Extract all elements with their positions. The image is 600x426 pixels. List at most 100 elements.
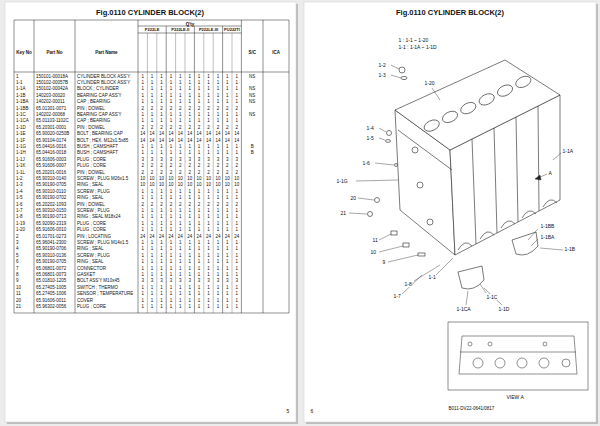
quantity-cell: 1 [207,208,210,213]
key-number: 1-1J [16,157,25,162]
quantity-cell: 1 [207,227,210,232]
part-number: 65.27405-1006 [36,291,66,296]
quantity-cell: 1 [235,259,238,264]
part-number: 65.91606-0003 [36,157,66,162]
key-number: 11 [16,291,21,296]
part-number: 140203-00020 [36,93,65,98]
quantity-cell: 24 [225,234,230,239]
quantity-cell: 1 [207,240,210,245]
quantity-cell: 1 [207,74,210,79]
part-name: BUSH ; CAMSHAFT [77,144,118,149]
quantity-cell: 1 [235,208,238,213]
part-number: 65.90190-0705 [36,259,66,264]
quantity-cell: 1 [188,112,191,117]
quantity-cell: 1 [207,150,210,155]
part-number: 65.27405-1005 [36,285,66,290]
key-number: 1-1F [16,138,25,143]
quantity-cell: 2 [198,163,201,168]
quantity-cell: 1 [141,189,144,194]
quantity-cell: 2 [207,106,210,111]
quantity-cell: 3 [226,157,229,162]
quantity-cell: 2 [160,125,163,130]
quantity-cell: 1 [235,221,238,226]
quantity-cell: 3 [198,278,201,283]
quantity-cell: 1 [151,99,154,104]
quantity-cell: 2 [235,163,238,168]
quantity-cell: 2 [151,125,154,130]
quantity-cell: 10 [215,182,220,187]
quantity-cell: 1 [170,259,173,264]
quantity-cell: 3 [198,157,201,162]
quantity-cell: 1 [235,291,238,296]
callout-number: 1-4 [366,125,374,131]
quantity-cell: 1 [217,272,220,277]
quantity-cell: 1 [217,195,220,200]
quantity-cell: 2 [179,163,182,168]
quantity-cell: 1 [226,240,229,245]
quantity-cell: 1 [170,221,173,226]
quantity-cell: 2 [217,106,220,111]
quantity-cell: 1 [151,285,154,290]
column-header: Part Name [95,50,117,55]
quantity-cell: 3 [179,157,182,162]
quantity-cell: 1 [141,298,144,303]
quantity-cell: 1 [226,99,229,104]
table-grid [14,20,289,313]
callout-number: 1-1D [498,306,510,312]
quantity-cell: 1 [226,74,229,79]
key-number: 1-1A [16,86,26,91]
quantity-cell: 1 [226,118,229,123]
quantity-cell: 1 [179,298,182,303]
quantity-cell: 10 [187,176,192,181]
part-name: PLUG ; CORE [77,157,106,162]
quantity-cell: 1 [179,285,182,290]
quantity-cell: 1 [151,150,154,155]
column-header: P222LE [145,28,159,33]
callout-number: 1-1BA [540,234,555,240]
quantity-cell: 1 [207,195,210,200]
quantity-cell: 1 [170,150,173,155]
quantity-cell: 1 [179,99,182,104]
callout-number: 1-1C [486,294,498,300]
quantity-cell: 1 [188,253,191,258]
quantity-cell: 1 [207,246,210,251]
quantity-cell: 1 [217,246,220,251]
callout-number: 9 [382,259,386,265]
quantity-cell: 1 [170,285,173,290]
quantity-cell: 1 [141,208,144,213]
quantity-cell: 1 [188,240,191,245]
quantity-cell: 1 [141,285,144,290]
quantity-cell: 1 [160,189,163,194]
quantity-cell: 14 [168,138,173,143]
key-number: 2 [16,234,19,239]
quantity-cell: 1 [207,80,210,85]
key-number: 1-1BA [16,99,29,104]
quantity-cell: 2 [226,106,229,111]
quantity-cell: 1 [188,189,191,194]
quantity-cell: 2 [179,170,182,175]
key-number: 3 [16,240,19,245]
quantity-cell: 1 [207,214,210,219]
quantity-cell: 10 [234,176,239,181]
quantity-cell: 1 [188,298,191,303]
quantity-cell: 1 [188,118,191,123]
quantity-cell: 14 [187,131,192,136]
quantity-cell: 1 [235,112,238,117]
part-name: PLUG ; CORE [77,227,106,232]
quantity-cell: 1 [207,285,210,290]
quantity-cell: 14 [206,138,211,143]
quantity-cell: 1 [188,246,191,251]
part-number: 65.04416-0018 [36,150,66,155]
quantity-cell: 24 [178,234,183,239]
quantity-cell: 1 [235,246,238,251]
quantity-cell: 1 [235,272,238,277]
quantity-cell: 1 [198,272,201,277]
quantity-cell: 1 [151,74,154,79]
part-number: 150102-00042A [36,86,68,91]
quantity-cell: 2 [170,106,173,111]
quantity-cell: 1 [235,144,238,149]
quantity-cell: 1 [170,240,173,245]
quantity-cell: 1 [179,150,182,155]
quantity-cell: 1 [198,118,201,123]
quantity-cell: 1 [170,266,173,271]
